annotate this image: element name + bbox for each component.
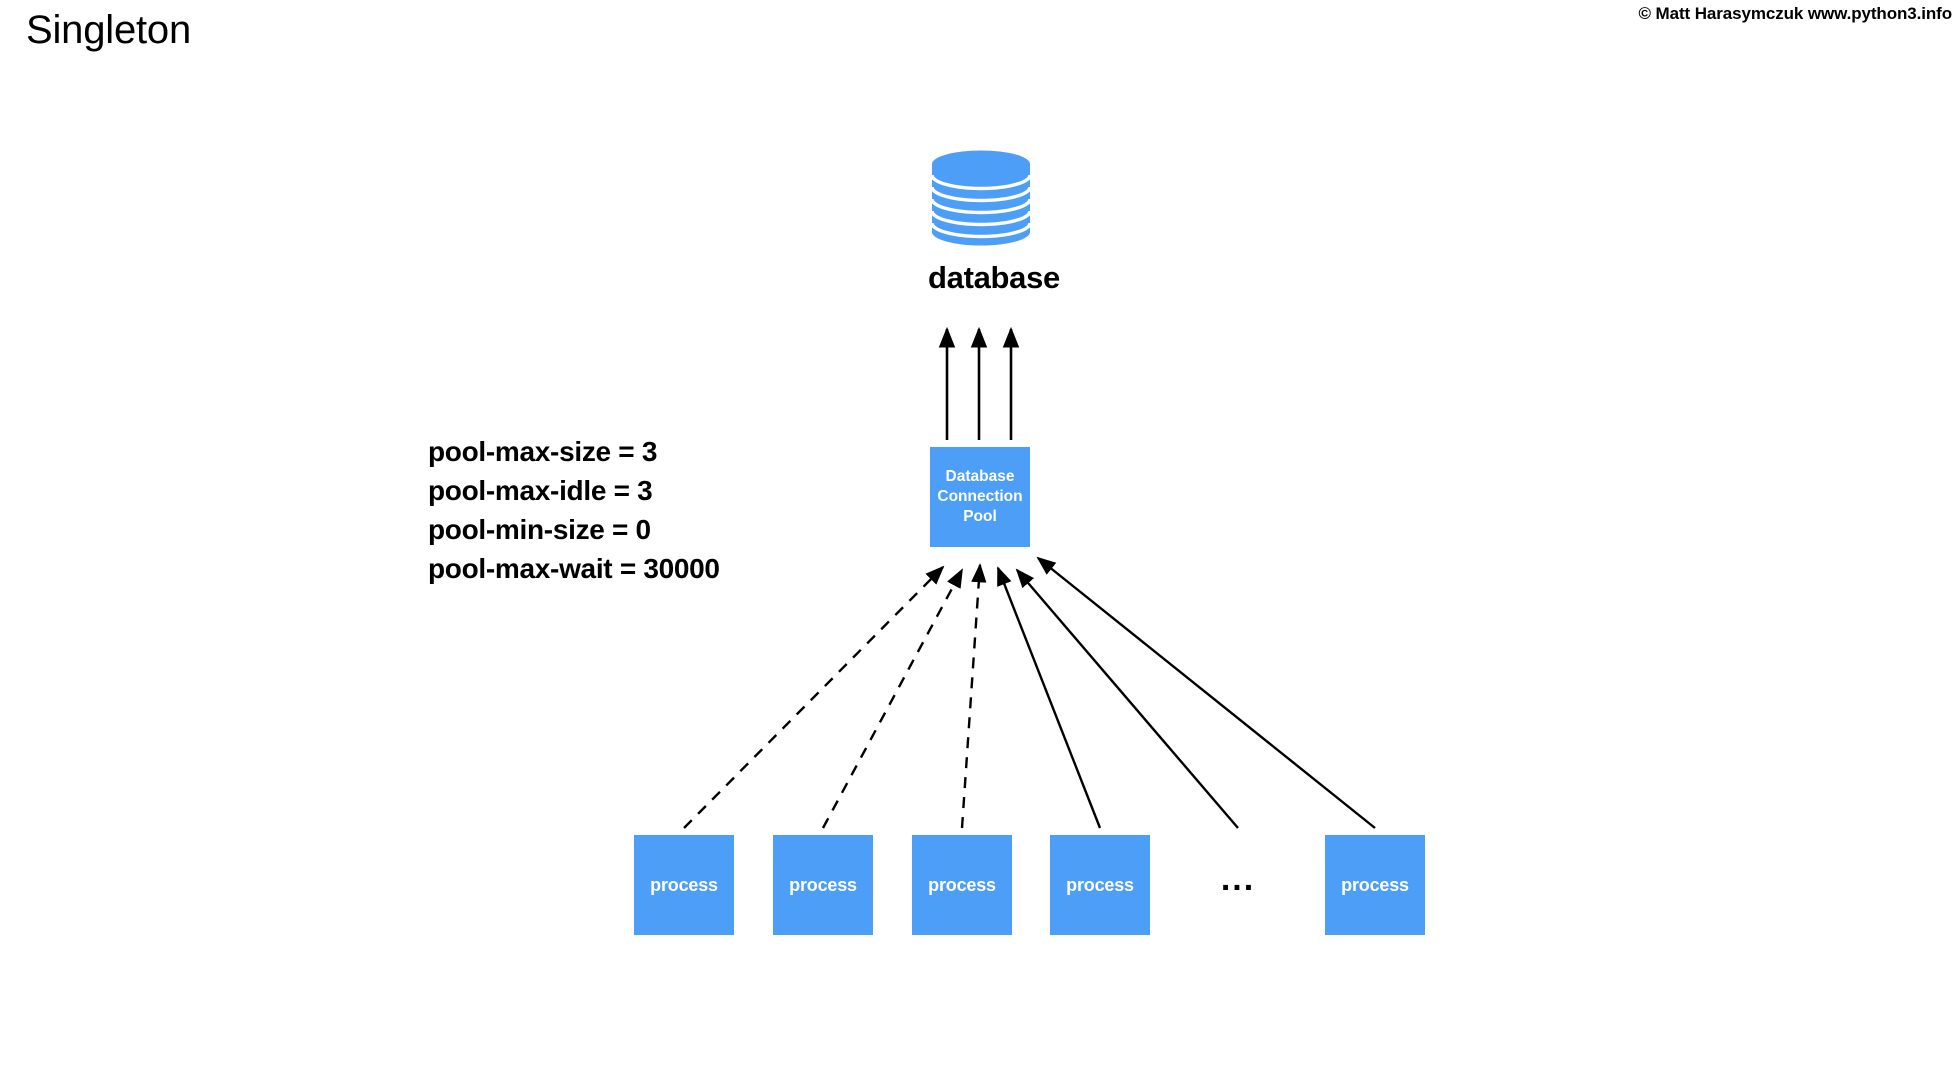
config-line-3: pool-min-size = 0: [428, 514, 651, 545]
process-to-pool-arrow-3: [960, 563, 987, 829]
database-cylinder-icon: [930, 150, 1032, 246]
pool-to-database-arrows: [938, 326, 1020, 440]
process-label: process: [1066, 874, 1134, 895]
process-to-pool-arrows-dashed: [683, 563, 987, 829]
config-line-2: pool-max-idle = 3: [428, 475, 653, 506]
database-connection-pool-box[interactable]: Database Connection Pool: [930, 447, 1030, 547]
process-to-pool-arrows-solid: [996, 556, 1376, 829]
process-ellipsis: ...: [1220, 860, 1256, 898]
process-to-pool-arrow-6: [1036, 556, 1376, 829]
process-to-pool-arrow-1: [683, 565, 945, 829]
copyright-notice: © Matt Harasymczuk www.python3.info: [1638, 4, 1953, 23]
process-label: process: [928, 874, 996, 895]
config-line-1: pool-max-size = 3: [428, 436, 658, 467]
process-box-2[interactable]: process: [773, 835, 873, 935]
process-box-3[interactable]: process: [912, 835, 1012, 935]
config-line-4: pool-max-wait = 30000: [428, 553, 720, 584]
process-to-pool-arrow-4: [996, 566, 1102, 829]
database-label: database: [928, 260, 1060, 295]
pool-label: Database Connection Pool: [937, 468, 1023, 525]
process-to-pool-arrow-2: [821, 568, 964, 829]
process-label: process: [650, 874, 718, 895]
process-label: process: [789, 874, 857, 895]
process-box-4[interactable]: process: [1050, 835, 1150, 935]
process-box-5[interactable]: process: [1325, 835, 1425, 935]
database-node: database: [928, 150, 1060, 296]
process-label: process: [1341, 874, 1409, 895]
process-box-1[interactable]: process: [634, 835, 734, 935]
page-title: Singleton: [26, 8, 191, 52]
pool-configuration-text: pool-max-size = 3 pool-max-idle = 3 pool…: [428, 432, 720, 588]
process-to-pool-arrow-5: [1015, 568, 1239, 829]
